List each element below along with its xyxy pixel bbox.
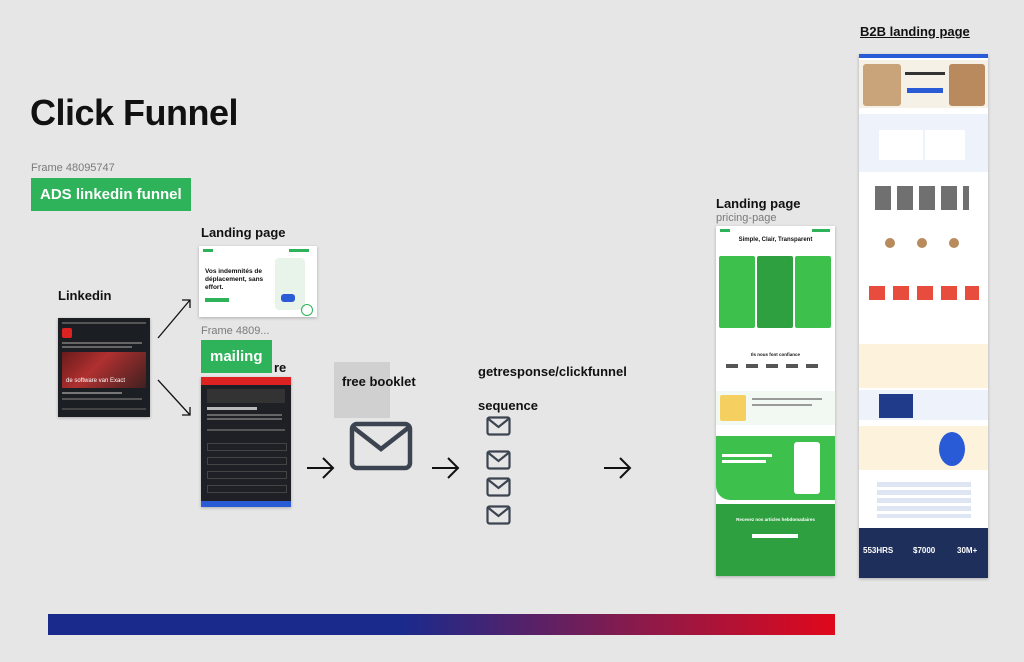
newsletter-heading: Recevez nos articles hebdomadaires (736, 517, 815, 522)
envelope-icon (486, 505, 511, 525)
linkedin-ad-caption: de software van Exact (66, 378, 126, 384)
envelope-icon (349, 421, 413, 471)
gradient-bar (48, 614, 835, 635)
mailing-overlap-label: re (274, 360, 287, 375)
stat-hours: 553HRS (863, 546, 894, 555)
arrow-icon (307, 457, 335, 479)
branch-arrows-icon (157, 299, 191, 416)
page-title: Click Funnel (30, 92, 239, 133)
mailing-form-thumbnail[interactable] (201, 377, 291, 507)
arrow-icon (432, 457, 460, 479)
free-booklet-label: free booklet (342, 374, 416, 389)
mailing-tag[interactable]: mailing (201, 340, 272, 373)
frame-label[interactable]: Frame 4809... (201, 325, 270, 337)
b2b-landing-label: B2B landing page (860, 24, 970, 39)
envelope-icon (486, 450, 511, 470)
landing-headline: Vos indemnités de déplacement, sans effo… (205, 268, 264, 291)
getresponse-label: getresponse/clickfunnel (478, 364, 627, 379)
landing-page-label: Landing page (716, 196, 801, 211)
envelope-icon (486, 477, 511, 497)
landing-page-thumbnail[interactable]: Vos indemnités de déplacement, sans effo… (199, 246, 317, 317)
email-sequence-icons (486, 416, 511, 525)
linkedin-label: Linkedin (58, 288, 112, 303)
arrow-icon (604, 457, 632, 479)
frame-label[interactable]: Frame 48095747 (31, 162, 115, 174)
landing-page-label: Landing page (201, 225, 286, 240)
pricing-page-thumbnail[interactable]: Simple, Clair, Transparent Ils nous font… (716, 226, 835, 576)
sequence-label: sequence (478, 398, 538, 413)
stat-users: 30M+ (957, 546, 978, 555)
linkedin-ad-thumbnail[interactable]: de software van Exact (58, 318, 150, 417)
free-booklet-placeholder[interactable] (334, 362, 390, 418)
pricing-page-label: pricing-page (716, 212, 777, 224)
envelope-icon (486, 416, 511, 436)
b2b-landing-thumbnail[interactable]: 553HRS $7000 30M+ (859, 54, 988, 578)
trust-heading: Ils nous font confiance (750, 352, 800, 357)
stat-savings: $7000 (913, 546, 936, 555)
ads-linkedin-funnel-tag[interactable]: ADS linkedin funnel (31, 178, 191, 211)
pricing-headline: Simple, Clair, Transparent (738, 237, 813, 243)
